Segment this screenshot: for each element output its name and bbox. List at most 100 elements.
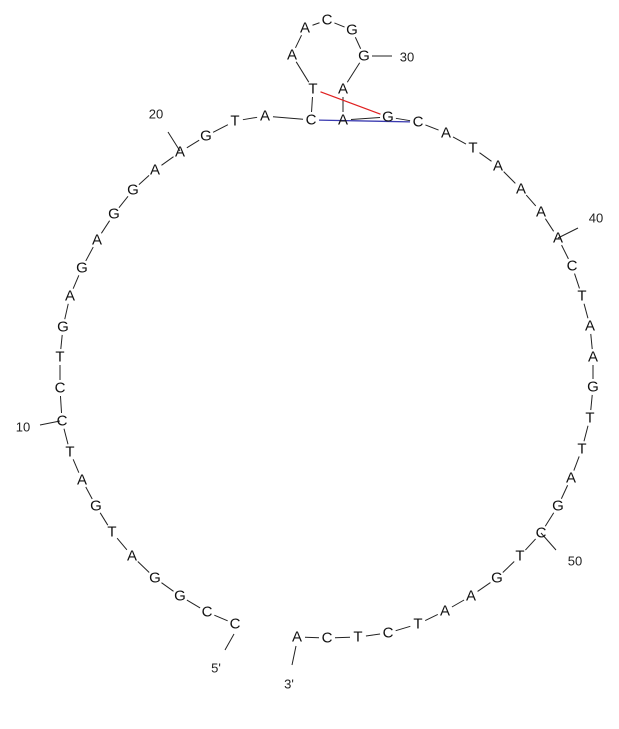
position-label-10: 10: [16, 420, 30, 435]
nucleotide-19: A: [150, 162, 160, 179]
nucleotide-20: A: [175, 144, 185, 161]
backbone-link: [502, 561, 515, 573]
nucleotide-32: A: [338, 112, 348, 129]
nucleotide-2: C: [202, 604, 213, 621]
backbone-link: [137, 561, 150, 573]
backbone-link: [395, 625, 411, 632]
backbone-link: [365, 633, 381, 637]
backbone-link: [395, 117, 411, 122]
backbone-link: [583, 425, 589, 442]
nucleotide-38: A: [516, 181, 526, 198]
backbone-link: [242, 116, 258, 121]
backbone-link: [424, 614, 439, 621]
five-prime-label: 5': [211, 661, 221, 676]
backbone-link: [525, 538, 536, 551]
nucleotide-9: T: [65, 444, 74, 461]
three-prime-label: 3': [284, 677, 294, 692]
nucleotide-6: T: [107, 524, 116, 541]
nucleotide-44: A: [588, 349, 598, 366]
backbone-link: [544, 512, 555, 527]
nucleotide-11: C: [55, 380, 66, 397]
nucleotide-5: A: [127, 548, 137, 565]
nucleotide-31: A: [338, 81, 348, 98]
nucleotide-15: G: [76, 260, 88, 277]
nucleotide-45: G: [587, 379, 599, 396]
nucleotide-49: G: [552, 498, 564, 515]
position-label-20: 20: [149, 107, 163, 122]
backbone-link: [590, 333, 593, 350]
backbone-link: [295, 34, 302, 49]
nucleotide-25: T: [308, 81, 317, 98]
backbone-link: [214, 614, 228, 622]
nucleotide-35: A: [441, 125, 451, 142]
nucleotide-41: C: [567, 258, 578, 275]
position-label-30: 30: [400, 50, 414, 65]
backbone-link: [503, 171, 516, 184]
backbone-link: [561, 244, 569, 260]
base-pair-bonds: [318, 91, 411, 123]
backbone-link: [477, 582, 491, 592]
backbone-link: [99, 512, 109, 526]
position-ticks: [39, 55, 579, 666]
nucleotide-55: T: [413, 616, 422, 633]
backbone-link: [85, 246, 94, 262]
nucleotide-50: C: [536, 525, 547, 542]
backbone-link: [161, 582, 174, 592]
nucleotide-12: T: [55, 349, 64, 366]
base-pair-bond: [318, 119, 411, 123]
backbone-link: [161, 156, 174, 166]
nucleotide-27: A: [300, 20, 310, 37]
backbone-link: [525, 194, 537, 207]
backbone-link: [544, 218, 555, 232]
backbone-link: [560, 485, 569, 499]
nucleotide-14: A: [65, 288, 75, 305]
nucleotide-39: A: [536, 204, 546, 221]
nucleotide-23: A: [260, 108, 270, 125]
nucleotide-24: C: [306, 112, 317, 129]
position-label-40: 40: [589, 211, 603, 226]
nucleotide-46: T: [585, 410, 594, 427]
backbone-link: [479, 152, 492, 162]
nucleotide-57: T: [353, 629, 362, 646]
backbone-link: [64, 303, 69, 320]
backbone-link: [312, 22, 320, 26]
backbone-link: [85, 486, 93, 500]
nucleotide-16: A: [92, 232, 102, 249]
nucleotide-7: G: [90, 498, 102, 515]
nucleotide-56: C: [383, 625, 394, 642]
position-tick-10: [39, 420, 61, 426]
backbone-link: [186, 599, 201, 609]
backbone-link: [295, 61, 310, 83]
nucleotide-53: A: [466, 588, 476, 605]
backbone-link: [118, 195, 129, 209]
nucleotide-54: A: [440, 603, 450, 620]
backbone-link: [350, 117, 381, 120]
backbone-link: [59, 395, 63, 414]
backbone-link: [60, 334, 63, 350]
nucleotide-8: A: [77, 472, 87, 489]
backbone-link: [354, 37, 362, 49]
position-tick-50: [540, 532, 557, 551]
nucleotide-10: C: [57, 413, 68, 430]
position-tick-40: [557, 227, 579, 239]
backbone-link: [346, 62, 361, 83]
nucleotide-59: A: [292, 629, 302, 646]
backbone-link: [452, 136, 467, 145]
nucleotide-18: G: [127, 182, 139, 199]
backbone-link: [583, 303, 589, 319]
backbone-link: [100, 220, 111, 234]
nucleotide-28: C: [322, 12, 333, 29]
backbone-link: [138, 175, 150, 185]
backbone-link: [272, 116, 304, 120]
nucleotide-33: G: [382, 109, 394, 126]
nucleotide-42: T: [577, 288, 586, 305]
nucleotide-36: T: [468, 140, 477, 157]
backbone-link: [334, 22, 345, 28]
position-tick-20: [167, 131, 181, 152]
nucleotide-34: C: [413, 114, 424, 131]
nucleotide-40: A: [553, 230, 563, 247]
three-prime-stem: [291, 645, 297, 666]
backbone-link: [72, 459, 80, 473]
